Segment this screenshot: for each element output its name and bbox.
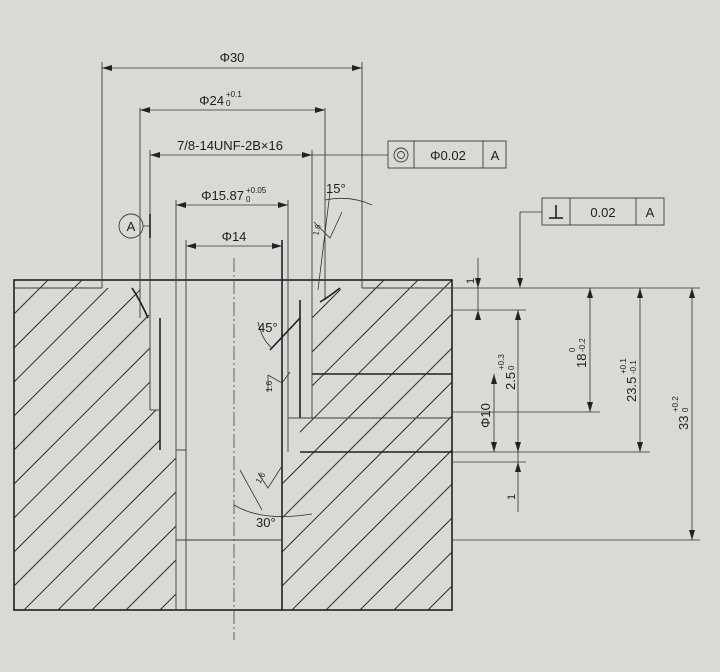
dim-d10: Φ10 (478, 374, 497, 452)
hatch-line (14, 280, 176, 610)
dimension-d24: Φ24 +0.1 0 (140, 90, 325, 113)
dimension-d1587: Φ15.87 +0.05 0 (176, 186, 288, 208)
frame2-value: 0.02 (590, 205, 615, 220)
angle-15-label: 15° (326, 181, 346, 196)
hatch-line (282, 280, 452, 610)
hatch-line (393, 280, 452, 610)
dim-33: 33 +0.2 0 (671, 288, 695, 540)
hatch-line (14, 280, 117, 610)
tolerance-frame-concentricity: Φ0.02 A (387, 140, 507, 169)
hatch-line (23, 280, 176, 610)
frame1-value: Φ0.02 (430, 148, 466, 163)
hatch-line (282, 280, 385, 610)
hatch-line (14, 280, 83, 610)
dim-33-tol-upper: +0.2 (671, 396, 680, 412)
hatch-line (14, 280, 176, 610)
roughness-1-label: 1.6 (311, 223, 323, 237)
hatch-line (14, 280, 176, 610)
hatch-line (282, 280, 452, 610)
angle-15: 15° (317, 181, 373, 291)
dim-33-tol-lower: 0 (681, 407, 690, 412)
dimension-d14: Φ14 (186, 229, 282, 249)
hatch-line (291, 280, 452, 610)
dim-1-top-label: 1 (465, 278, 477, 284)
dim-2-5-tol-upper: +0.3 (497, 354, 506, 370)
d30-label: Φ30 (220, 50, 245, 65)
dim-2-5-label: 2.5 (503, 372, 518, 390)
hatch-line (325, 280, 452, 610)
roughness-symbol-1: 1.6 (311, 211, 343, 239)
angle-30: 30° (233, 469, 313, 530)
dim-18: 18 0 -0.2 (568, 288, 593, 412)
dim-1-top: 1 (465, 258, 481, 320)
dim-d10-label: Φ10 (478, 403, 493, 428)
dim-23-5-tol-upper: +0.1 (619, 358, 628, 374)
hatch-line (282, 280, 419, 610)
datum-a: A (118, 213, 151, 239)
d14-label: Φ14 (222, 229, 247, 244)
datum-a-label: A (127, 219, 136, 234)
block-outline (13, 279, 453, 611)
thread-label: 7/8-14UNF-2B×16 (177, 138, 283, 153)
hatch-line (57, 280, 176, 610)
roughness-symbol-2: 1.6 (265, 371, 291, 392)
d1587-tol-upper: +0.05 (246, 186, 267, 195)
vertical-dimensions: 1 2.5 +0.3 0 Φ10 1 18 (452, 258, 700, 541)
hatch-line (14, 280, 151, 610)
d24-tol-upper: +0.1 (226, 90, 242, 99)
dim-18-tol-lower: -0.2 (578, 338, 587, 352)
frame1-datum: A (491, 148, 500, 163)
angle-45: 45° (257, 320, 278, 349)
concentricity-symbol (393, 147, 409, 163)
angle-30-label: 30° (256, 515, 276, 530)
frame2-datum: A (646, 205, 655, 220)
hatch-line (14, 280, 176, 610)
hatch-line (91, 280, 176, 610)
dim-2-5: 2.5 +0.3 0 (497, 310, 521, 452)
dim-18-tol-upper: 0 (568, 347, 577, 352)
tolerance-frame-perpendicularity: 0.02 A (517, 197, 665, 288)
d24-label: Φ24 (199, 93, 224, 108)
angle-45-label: 45° (258, 320, 278, 335)
part-outline (13, 62, 453, 611)
hatch-line (282, 280, 452, 610)
dimension-thread: 7/8-14UNF-2B×16 (150, 138, 388, 158)
d24-tol-lower: 0 (226, 99, 231, 108)
roughness-2-label: 1.6 (265, 380, 274, 392)
dim-33-label: 33 (676, 416, 691, 430)
hatch-line (359, 280, 452, 610)
dim-1-bottom-label: 1 (506, 494, 518, 500)
dim-23-5: 23.5 +0.1 -0.1 (619, 288, 643, 452)
d1587-label: Φ15.87 (201, 188, 244, 203)
dim-1-bottom: 1 (506, 452, 521, 512)
d1587-tol-lower: 0 (246, 195, 251, 204)
hatch-line (282, 280, 452, 610)
dim-23-5-tol-lower: -0.1 (629, 360, 638, 374)
dimension-d30: Φ30 (102, 50, 362, 71)
dim-23-5-label: 23.5 (624, 377, 639, 402)
dim-2-5-tol-lower: 0 (507, 365, 516, 370)
dim-18-label: 18 (574, 354, 589, 368)
